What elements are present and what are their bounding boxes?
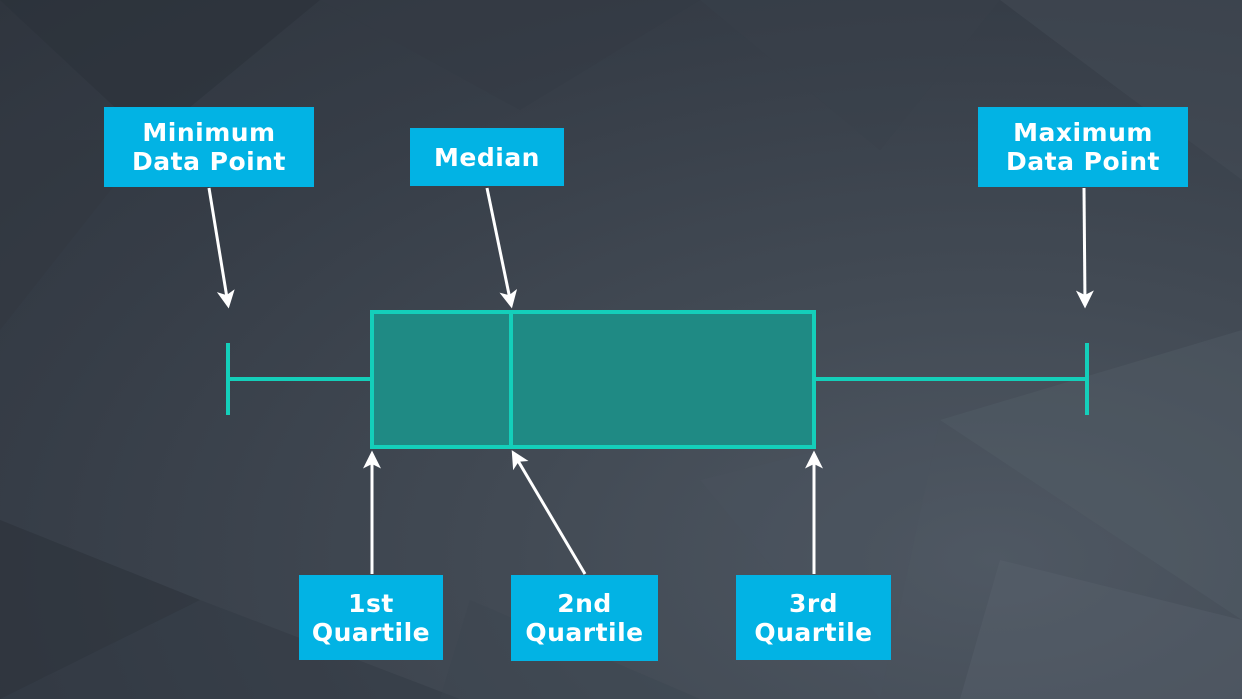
median-arrow	[485, 187, 518, 309]
interquartile-box	[370, 310, 816, 449]
q3-label-line2: Quartile	[754, 617, 873, 647]
maximum-arrow	[1075, 187, 1094, 309]
median-label: Median	[410, 128, 564, 186]
q2-arrow	[511, 450, 587, 575]
minimum-data-point-label: Minimum Data Point	[104, 107, 314, 187]
q1-label-line1: 1st	[348, 588, 394, 618]
minimum-arrow	[207, 187, 235, 309]
third-quartile-label: 3rd Quartile	[736, 575, 891, 660]
q1-label-line2: Quartile	[311, 617, 431, 647]
maximum-label-line2: Data Point	[1006, 147, 1160, 176]
q2-label-line1: 2nd	[557, 589, 612, 618]
second-quartile-label: 2nd Quartile	[511, 575, 658, 661]
minimum-label-line1: Minimum	[142, 118, 276, 147]
q3-label-line1: 3rd	[788, 588, 839, 618]
maximum-label-line1: Maximum	[1013, 118, 1153, 147]
first-quartile-label: 1st Quartile	[299, 575, 443, 660]
q2-label-line2: Quartile	[525, 618, 644, 647]
minimum-label-line2: Data Point	[132, 147, 286, 176]
maximum-data-point-label: Maximum Data Point	[978, 107, 1188, 187]
median-label-line1: Median	[434, 142, 540, 172]
